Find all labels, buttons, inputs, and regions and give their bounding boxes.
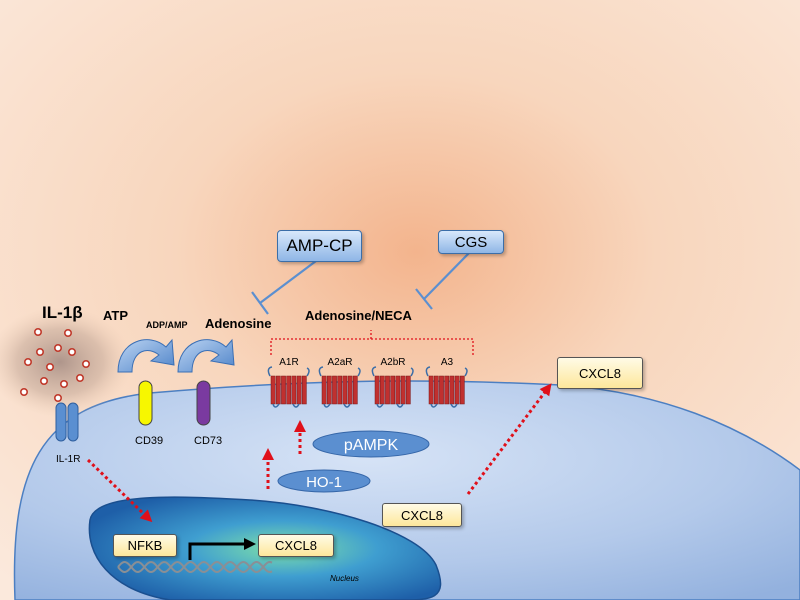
il1b-particle: [19, 387, 28, 396]
receptor-bracket: [270, 330, 474, 355]
cd39-enzyme: [138, 380, 153, 426]
il1b-label: IL-1β: [42, 303, 83, 322]
il1b-particle: [76, 373, 85, 382]
il1b-halo: [0, 307, 132, 417]
pampk-ellipse: [312, 430, 430, 458]
pampk-label: pAMPK: [344, 437, 399, 454]
il1b-particle: [39, 376, 48, 385]
il1b-particles: [19, 327, 91, 402]
receptor-a3: A3: [425, 357, 468, 408]
atp-conversion-arrow: [117, 338, 175, 373]
il1r-receptor: [55, 402, 79, 442]
nfkb-label: NFKB: [127, 538, 163, 553]
nucleus-label: Nucleus: [330, 574, 359, 583]
ampcp-inhibition-line: [251, 260, 317, 315]
ampcp-inhibitor-box: AMP-CP: [277, 230, 362, 262]
il1b-particle: [59, 379, 68, 388]
cxcl8-secreted-label: CXCL8: [579, 365, 621, 381]
cgs-label: CGS: [454, 233, 488, 251]
cxcl8-cytoplasm-label: CXCL8: [401, 507, 443, 523]
cxcl8-cytoplasm-box: CXCL8: [382, 503, 462, 527]
ampcp-label: AMP-CP: [286, 236, 353, 255]
adenosine-label: Adenosine: [205, 316, 271, 331]
cxcl8-gene-label: CXCL8: [275, 538, 317, 553]
cxcl8-secreted-box: CXCL8: [557, 357, 643, 389]
cgs-inhibitor-box: CGS: [438, 230, 504, 254]
receptor-a2br: A2bR: [371, 357, 414, 408]
cd39-label: CD39: [135, 435, 163, 447]
cxcl8-gene-box: CXCL8: [258, 534, 334, 557]
il1b-particle: [53, 343, 62, 352]
receptor-label: A2aR: [327, 357, 352, 368]
adenosine-receptors: A1R A2aR A2bR A3: [267, 357, 468, 408]
receptor-label: A1R: [279, 357, 298, 368]
il1b-particle: [23, 357, 32, 366]
il1b-particle: [45, 362, 54, 371]
il1b-particle: [35, 347, 44, 356]
cxcl8-secretion-arrow: [466, 383, 552, 495]
cgs-inhibition-line: [415, 251, 471, 310]
dna-helix: [117, 560, 273, 574]
ho1-label: HO-1: [306, 474, 342, 491]
receptor-a1r: A1R: [267, 357, 310, 408]
cd73-label: CD73: [194, 435, 222, 447]
ho1-ellipse: [277, 469, 371, 493]
amp-conversion-arrow: [177, 338, 235, 373]
atp-label: ATP: [103, 308, 128, 323]
transcription-arrow: [188, 542, 246, 560]
receptor-label: A2bR: [380, 357, 405, 368]
il1b-particle: [64, 328, 73, 337]
nfkb-box: NFKB: [113, 534, 177, 557]
il1b-particle: [33, 327, 42, 336]
adenosine-neca-label: Adenosine/NECA: [305, 308, 413, 323]
il1b-particle: [68, 347, 77, 356]
receptor-label: A3: [441, 357, 454, 368]
il1r-to-nfkb-arrow: [86, 458, 153, 523]
transcription-arrowhead: [244, 538, 256, 550]
cd73-enzyme: [196, 380, 211, 426]
il1b-particle: [53, 393, 62, 402]
adp-amp-label: ADP/AMP: [146, 320, 188, 330]
il1b-particle: [82, 359, 91, 368]
receptor-a2ar: A2aR: [318, 357, 361, 408]
il1r-label: IL-1R: [56, 454, 80, 465]
